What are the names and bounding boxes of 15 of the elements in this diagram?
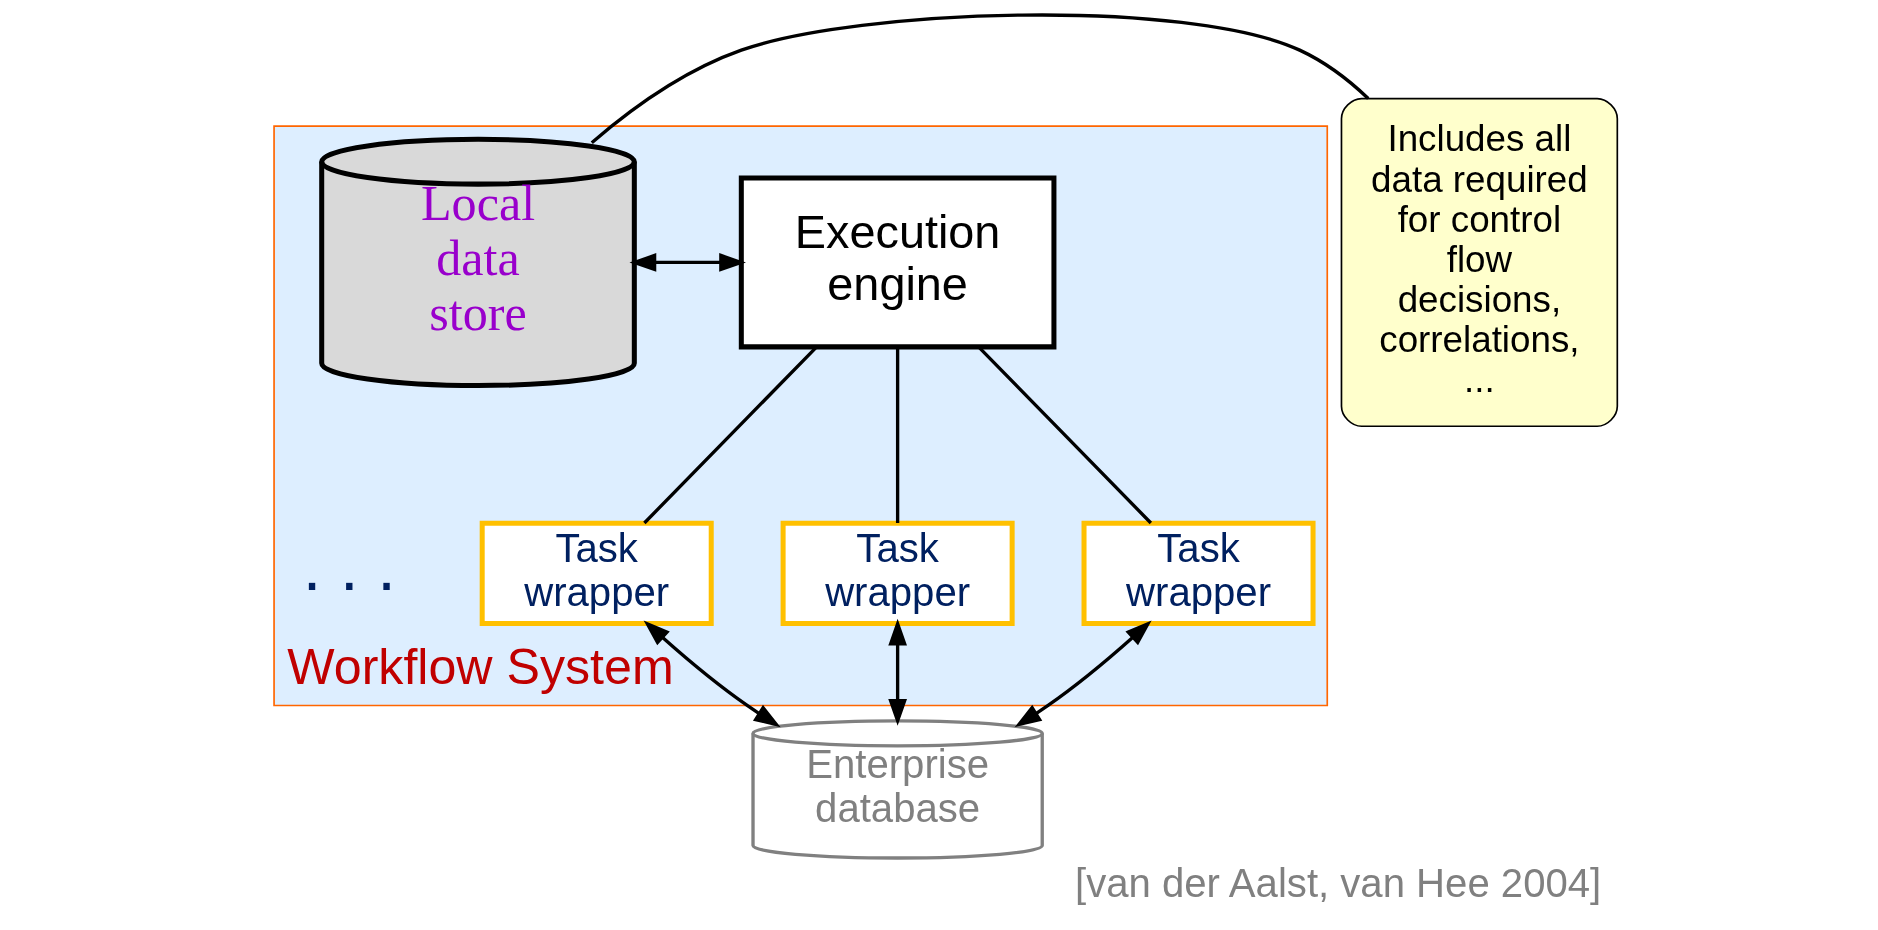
node-box: Includes all data required for control flow decisions, correlations, ... — [1340, 97, 1619, 428]
node-box: Task wrapper — [780, 520, 1015, 627]
caption: [van der Aalst, van Hee 2004] — [1075, 861, 1602, 907]
arrow — [643, 620, 781, 728]
label: . . . — [302, 529, 396, 605]
node-box: Task wrapper — [1081, 520, 1316, 627]
node-box: Task wrapper — [479, 520, 714, 627]
connector — [895, 347, 900, 523]
arrow — [1014, 620, 1152, 728]
connector — [643, 346, 818, 525]
connector — [590, 13, 1370, 144]
arrow — [888, 618, 907, 726]
connector — [977, 346, 1153, 525]
arrow — [629, 253, 746, 272]
node-box: Execution engine — [738, 175, 1057, 350]
